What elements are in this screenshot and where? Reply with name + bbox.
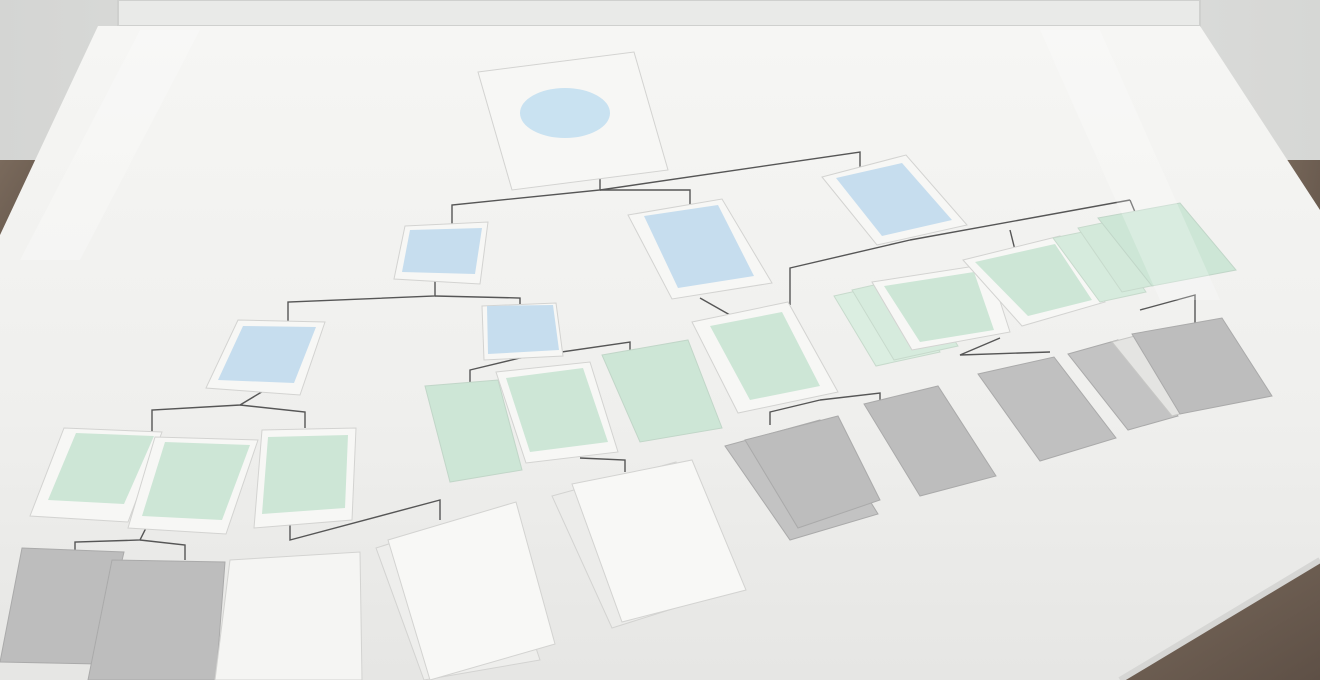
green-cards [29, 202, 1237, 535]
white-card-stack [375, 501, 556, 680]
gray-card [87, 559, 226, 680]
white-card [214, 551, 363, 680]
table-edge [1118, 557, 1320, 680]
green-card [601, 339, 723, 443]
root-card [477, 51, 669, 191]
gray-cards [0, 317, 1273, 680]
window-frame [117, 0, 1201, 27]
green-card-stack [833, 263, 1011, 367]
green-card [29, 427, 163, 523]
gray-card [863, 385, 997, 497]
light-streaks [20, 30, 1220, 300]
blue-card [481, 302, 564, 361]
blue-card [627, 198, 773, 300]
green-card [127, 436, 259, 535]
gray-card [977, 356, 1117, 462]
white-card-stack [551, 459, 747, 629]
green-card [691, 301, 839, 414]
blue-card [205, 319, 326, 396]
green-card [253, 427, 357, 529]
blue-card [393, 221, 489, 285]
blue-card [821, 154, 968, 246]
gray-card-stack [1067, 317, 1273, 431]
gray-card-stack [724, 415, 881, 541]
green-card [495, 361, 619, 464]
green-card [424, 379, 523, 483]
green-card-stack [1052, 202, 1237, 303]
root-circle [520, 88, 610, 138]
